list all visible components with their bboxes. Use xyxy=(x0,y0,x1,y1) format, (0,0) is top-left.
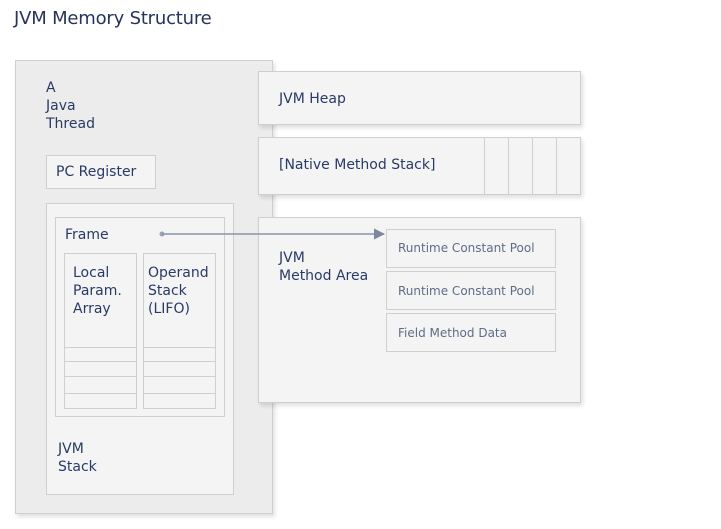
java-thread-label: A Java Thread xyxy=(46,80,95,132)
jvm-heap-label: JVM Heap xyxy=(279,91,346,107)
field-method-data-label: Field Method Data xyxy=(398,326,507,340)
runtime-constant-pool-box xyxy=(386,271,556,310)
page-title: JVM Memory Structure xyxy=(14,8,212,29)
local-array-row-line xyxy=(64,347,137,348)
local-array-row-line xyxy=(64,376,137,377)
operand-stack-row-line xyxy=(143,376,216,377)
native-method-stack-label: [Native Method Stack] xyxy=(279,157,436,173)
native-method-stack-box xyxy=(258,137,581,195)
native-stack-divider xyxy=(484,137,485,195)
pc-register-box xyxy=(46,155,156,189)
local-param-array-box xyxy=(64,253,137,409)
operand-stack-box xyxy=(143,253,216,409)
local-param-array-label: Local Param. Array xyxy=(73,265,122,317)
jvm-method-area-label: JVM Method Area xyxy=(279,250,369,284)
native-stack-divider xyxy=(508,137,509,195)
runtime-constant-pool-box xyxy=(386,229,556,268)
runtime-constant-pool-label: Runtime Constant Pool xyxy=(398,284,535,298)
local-array-row-line xyxy=(64,361,137,362)
operand-stack-row-line xyxy=(143,361,216,362)
native-stack-divider xyxy=(556,137,557,195)
frame-label: Frame xyxy=(65,227,109,243)
operand-stack-row-line xyxy=(143,347,216,348)
operand-stack-row-line xyxy=(143,393,216,394)
jvm-heap-box xyxy=(258,71,581,125)
field-method-data-box xyxy=(386,313,556,352)
pc-register-label: PC Register xyxy=(56,164,137,180)
runtime-constant-pool-label: Runtime Constant Pool xyxy=(398,241,535,255)
native-stack-divider xyxy=(532,137,533,195)
operand-stack-label: Operand Stack (LIFO) xyxy=(148,265,209,317)
jvm-stack-label: JVM Stack xyxy=(58,441,97,475)
local-array-row-line xyxy=(64,393,137,394)
